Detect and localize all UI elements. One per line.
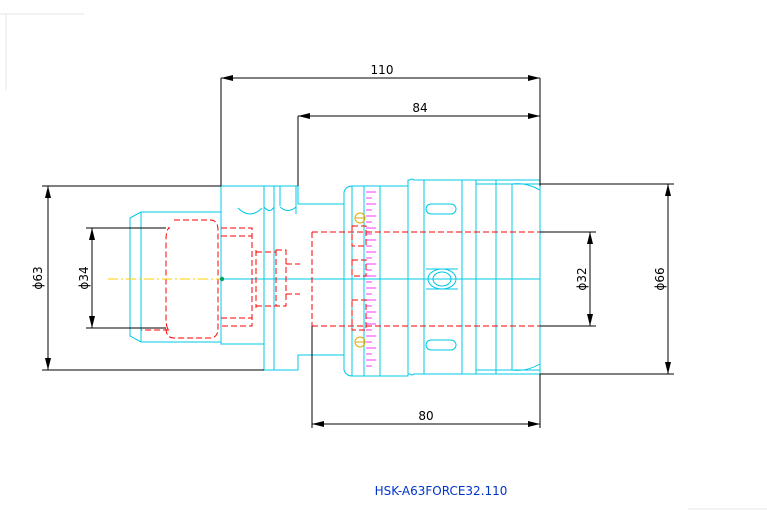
- dim-clamp-length: 80: [418, 409, 433, 423]
- dim-taper-diameter: ϕ34: [77, 266, 91, 289]
- drawing-title: HSK-A63FORCE32.110: [375, 484, 508, 498]
- dim-overall-length: 110: [371, 63, 394, 77]
- dim-body-diameter: ϕ66: [653, 267, 667, 290]
- center-point: [219, 276, 225, 282]
- dimension-arrows: [45, 75, 671, 427]
- dim-shank-diameter: ϕ63: [31, 266, 45, 289]
- dim-bore-diameter: ϕ32: [575, 267, 589, 290]
- dim-collet-length: 84: [412, 101, 427, 115]
- locking-screws: [354, 212, 366, 348]
- dimension-lines: [42, 77, 674, 428]
- hidden-lines: [141, 219, 540, 339]
- tool-outline: [129, 178, 541, 377]
- scale-ticks: [366, 191, 376, 367]
- sheet-border: [0, 13, 767, 510]
